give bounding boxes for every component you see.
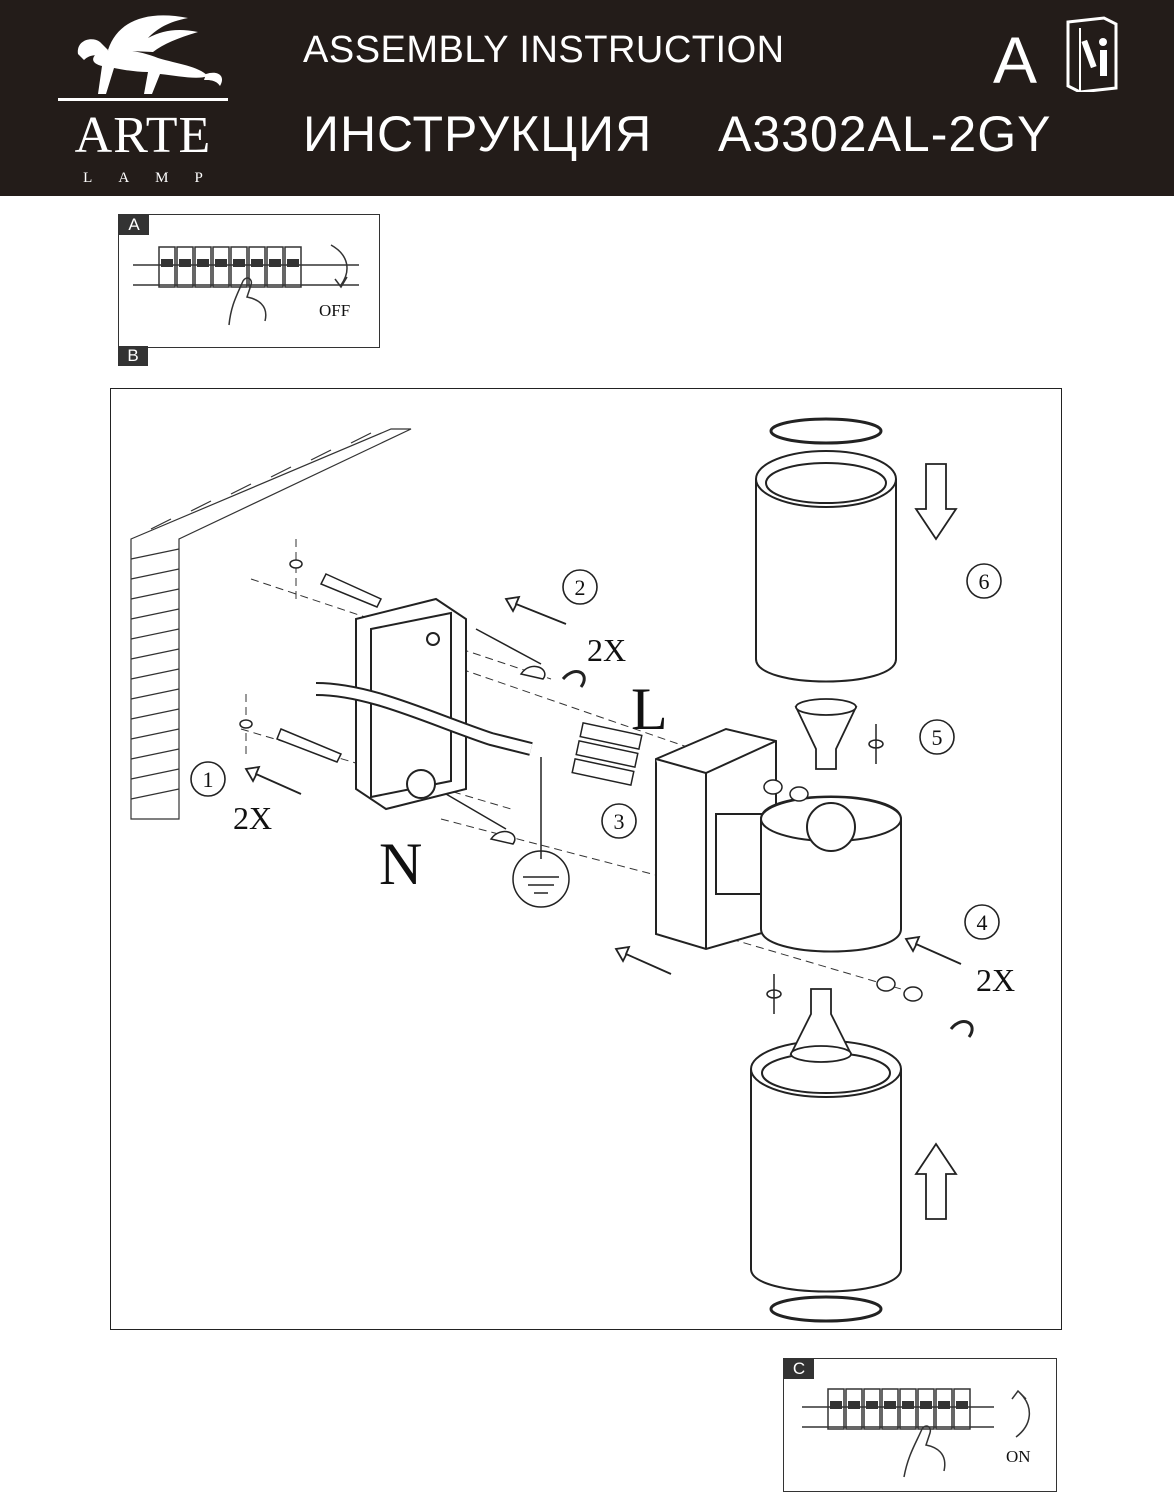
gu10-bulb-upper: [794, 698, 858, 770]
twist-icon-upper: [868, 724, 884, 764]
rotate-arrows: [561, 417, 974, 1323]
direction-arrows: [244, 463, 962, 1220]
arte-lamp-logo: ARTE LAMP: [48, 10, 238, 186]
panel-power-off: A OFF: [118, 214, 380, 348]
gu10-bulb-lower: [789, 988, 853, 1063]
assembly-diagram-frame: 1 2 3 4 5 6 2X 2X 2X L N: [110, 388, 1062, 1330]
brand-subtitle: LAMP: [83, 170, 229, 186]
breaker-illustration-on: [802, 1388, 1030, 1478]
header-bar: ARTE LAMP ASSEMBLY INSTRUCTION ИНСТРУКЦИ…: [0, 0, 1174, 196]
lower-shade: [750, 1040, 902, 1293]
step-4-number: 4: [977, 910, 988, 935]
nuts-washers: [763, 779, 923, 1002]
section-letter: A: [993, 23, 1038, 97]
brand-name: ARTE: [74, 107, 212, 164]
step-2-number: 2: [575, 575, 586, 600]
title-english: ASSEMBLY INSTRUCTION: [303, 29, 785, 71]
qty-label-step4: 2X: [976, 962, 1015, 998]
qty-label-step2: 2X: [587, 632, 626, 668]
wall-anchors: [239, 559, 546, 845]
qty-label-step1: 2X: [233, 800, 272, 836]
breaker-illustration: [133, 244, 359, 326]
step-3-number: 3: [614, 809, 625, 834]
panel-tag-c: C: [784, 1359, 814, 1379]
step-6-number: 6: [979, 569, 990, 594]
griffin-icon: [58, 15, 228, 101]
wall-hatching: [130, 428, 412, 820]
panel-tag-b: B: [118, 346, 148, 366]
terminal-block: [571, 722, 643, 786]
ground-symbol-icon: [512, 757, 570, 908]
step-5-number: 5: [932, 725, 943, 750]
panel-tag-a: A: [119, 215, 149, 235]
on-label: ON: [1006, 1447, 1031, 1466]
manual-book-icon: [1066, 16, 1118, 92]
lamp-housing: [655, 727, 902, 953]
live-wire-label: L: [631, 676, 668, 742]
off-label: OFF: [319, 301, 351, 320]
title-russian: ИНСТРУКЦИЯ: [303, 106, 653, 162]
neutral-wire-label: N: [379, 831, 422, 897]
assembly-diagram: 1 2 3 4 5 6 2X 2X 2X L N: [130, 417, 1015, 1323]
model-number: A3302AL-2GY: [718, 106, 1052, 162]
upper-shade: [755, 450, 897, 683]
step-1-number: 1: [203, 767, 214, 792]
twist-icon-lower: [766, 974, 782, 1014]
panel-power-on: C ON: [783, 1358, 1057, 1492]
